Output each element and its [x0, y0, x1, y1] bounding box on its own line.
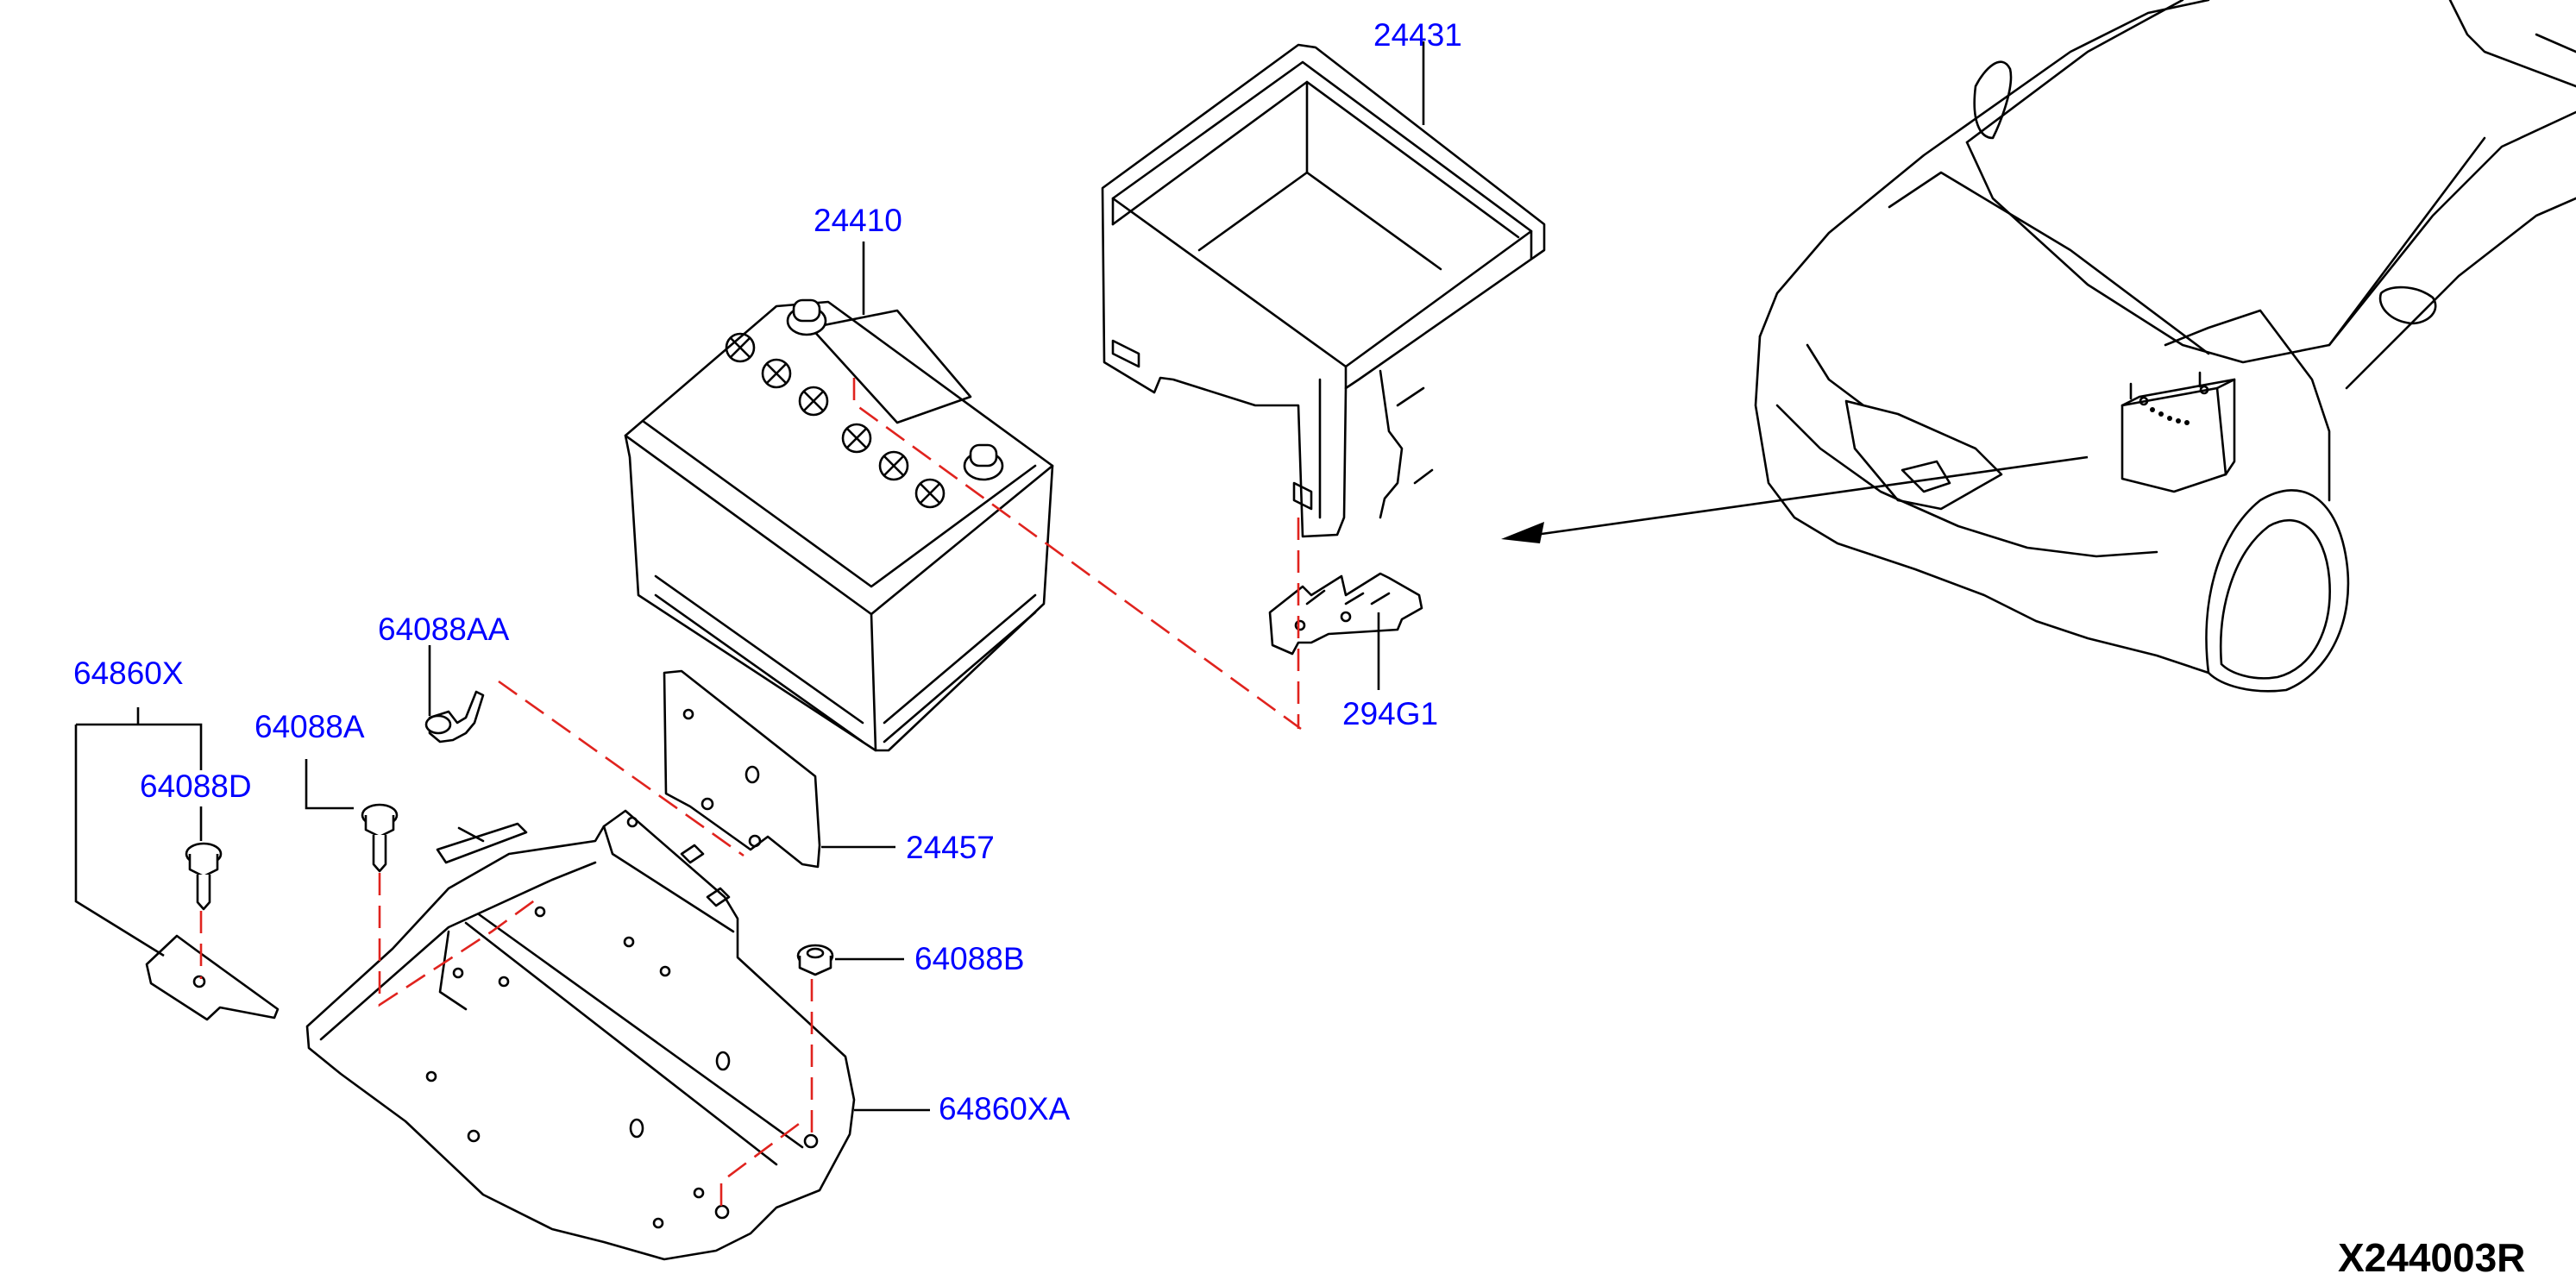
bolt-64088a-drawing — [361, 803, 399, 873]
bracket-294g1-drawing — [1268, 572, 1423, 656]
leader-lines — [74, 41, 1425, 1112]
hold-down-plate-drawing — [663, 669, 821, 869]
location-arrow — [1501, 455, 2089, 543]
part-label-64088b[interactable]: 64088B — [914, 941, 1025, 976]
vehicle-location-drawing — [1754, 0, 2576, 693]
part-label-64088d[interactable]: 64088D — [140, 769, 252, 804]
part-label-64860x[interactable]: 64860X — [73, 656, 184, 691]
battery-cover-drawing — [1101, 43, 1546, 538]
dash-bolt-to-plate — [498, 680, 745, 857]
battery-drawing — [624, 298, 1054, 752]
dash-tray-rear — [719, 1120, 803, 1206]
battery-cell-caps — [725, 332, 946, 509]
part-label-64860xa[interactable]: 64860XA — [939, 1091, 1071, 1126]
part-label-64088a[interactable]: 64088A — [254, 709, 365, 744]
dash-bolt-a-to-tray — [378, 873, 540, 1007]
assembly-dashed-lines — [199, 378, 1302, 1206]
bolt-64088aa-drawing — [424, 690, 485, 744]
part-labels: 24431 24410 64088AA 64860X 64088A 64088D… — [73, 17, 1462, 1126]
part-label-24431[interactable]: 24431 — [1373, 17, 1462, 53]
diagram-code: X244003R — [2338, 1235, 2525, 1280]
battery-tray-drawing — [305, 809, 856, 1261]
part-label-294g1[interactable]: 294G1 — [1342, 696, 1438, 731]
nut-64088b-drawing — [796, 944, 834, 976]
bracket-64860x-drawing — [145, 934, 280, 1021]
part-label-24410[interactable]: 24410 — [814, 203, 902, 238]
bolt-64088d-drawing — [185, 842, 223, 911]
part-label-64088aa[interactable]: 64088AA — [378, 612, 510, 647]
part-label-24457[interactable]: 24457 — [906, 830, 995, 865]
dash-battery-to-bracket — [852, 378, 1302, 731]
